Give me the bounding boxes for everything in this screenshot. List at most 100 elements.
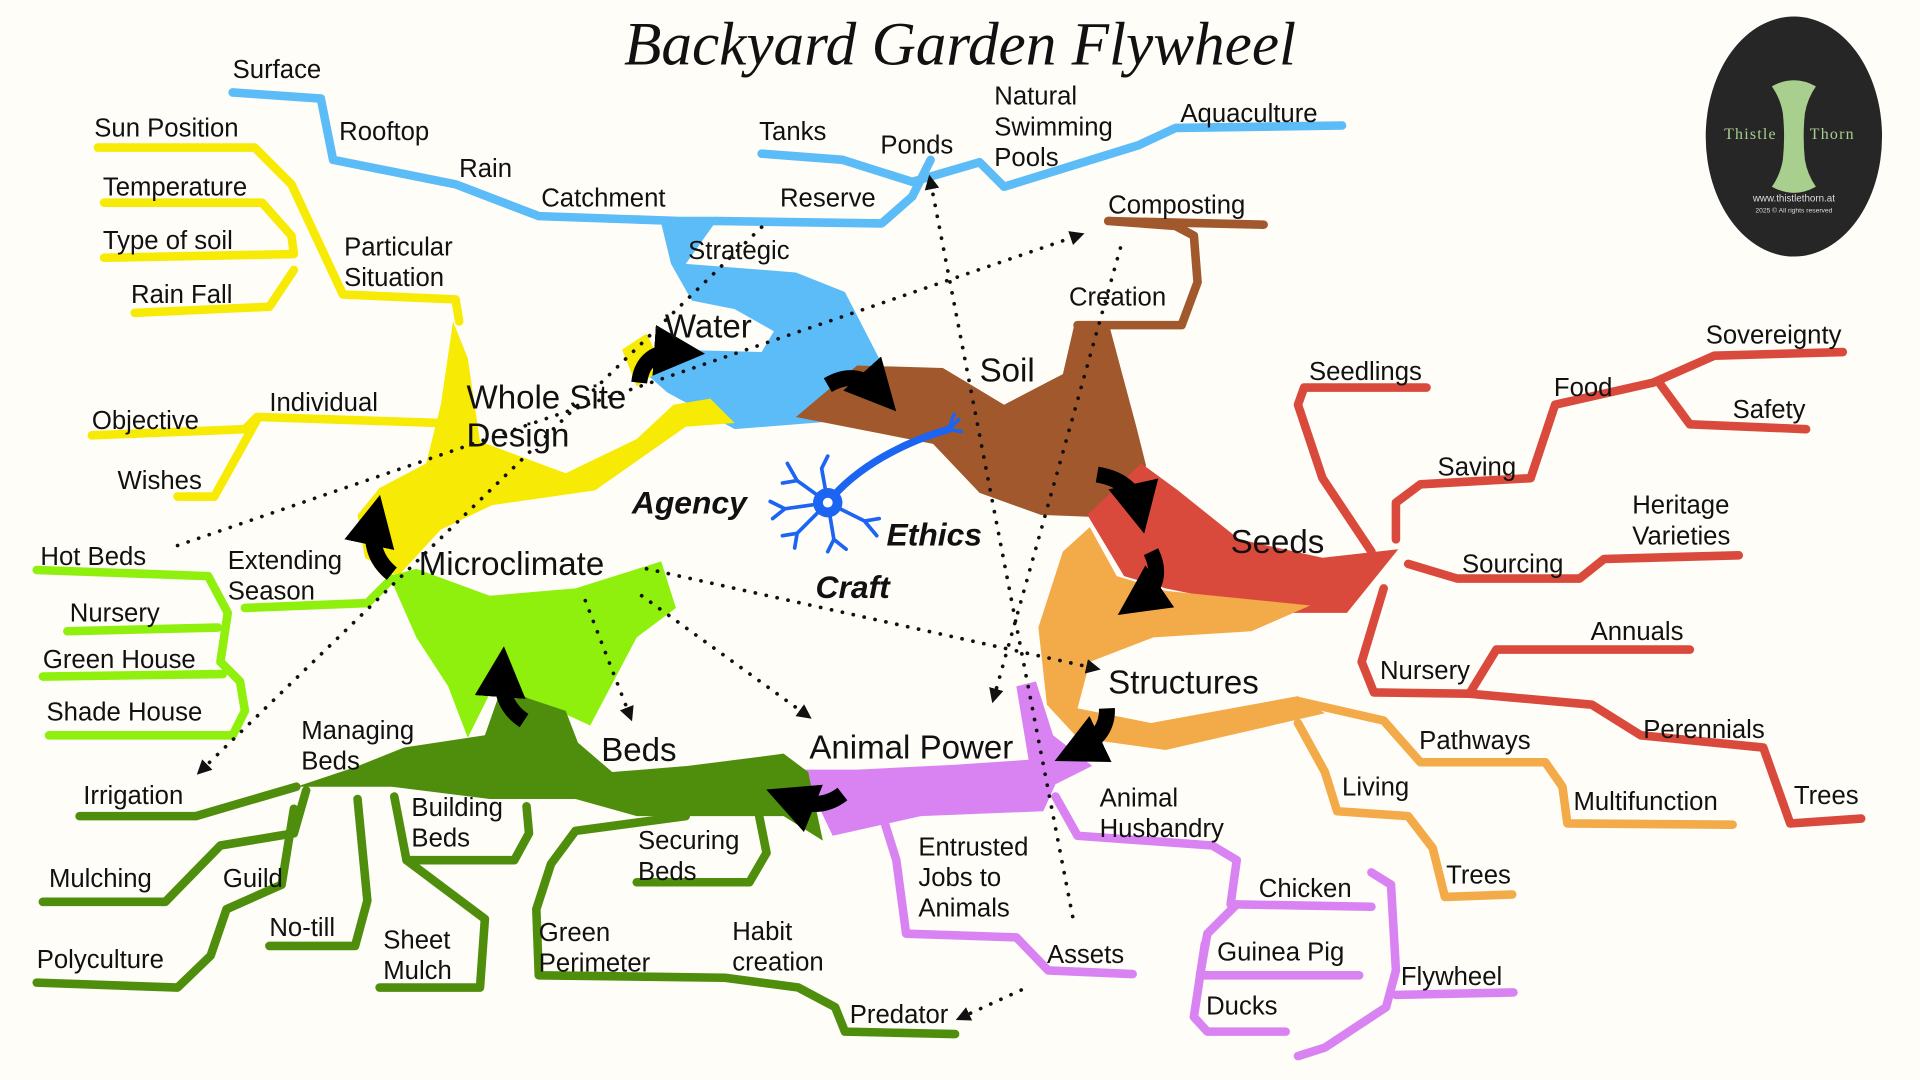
node-chicken[interactable]: Chicken (1259, 875, 1352, 903)
node-assets[interactable]: Assets (1047, 941, 1124, 969)
node-rain[interactable]: Rain (459, 155, 512, 183)
node-reserve[interactable]: Reserve (780, 184, 876, 212)
center-craft: Craft (816, 569, 892, 605)
dotted-links (175, 174, 1123, 1021)
beds-branch (32, 686, 960, 1039)
label-line: Season (228, 577, 315, 605)
node-individual[interactable]: Individual (269, 389, 378, 417)
logo-rights: 2025 © All rights reserved (1755, 206, 1832, 214)
main-node-microclimate[interactable]: Microclimate (419, 546, 604, 583)
node-predator[interactable]: Predator (850, 1001, 949, 1029)
label-line: Managing (301, 717, 414, 745)
node-polyculture[interactable]: Polyculture (37, 946, 164, 974)
main-node-animal-power[interactable]: Animal Power (809, 730, 1013, 767)
node-multifunction[interactable]: Multifunction (1573, 788, 1717, 816)
node-annuals[interactable]: Annuals (1591, 618, 1684, 646)
label-line: Beds (301, 748, 360, 776)
node-micro-nursery[interactable]: Nursery (70, 599, 160, 627)
node-perennials[interactable]: Perennials (1643, 716, 1764, 744)
node-creation[interactable]: Creation (1069, 284, 1166, 312)
label-line: Varieties (1632, 522, 1730, 550)
main-node-seeds[interactable]: Seeds (1231, 524, 1325, 561)
label-line: Design (467, 417, 570, 454)
node-sun-position[interactable]: Sun Position (94, 115, 238, 143)
node-living[interactable]: Living (1342, 773, 1409, 801)
node-seed-nursery[interactable]: Nursery (1380, 657, 1470, 685)
node-pathways[interactable]: Pathways (1419, 727, 1530, 755)
main-node-water[interactable]: Water (665, 308, 752, 345)
node-rain-fall[interactable]: Rain Fall (131, 281, 232, 309)
node-rooftop[interactable]: Rooftop (339, 118, 429, 146)
node-living-trees[interactable]: Trees (1446, 861, 1511, 889)
node-guinea-pig[interactable]: Guinea Pig (1217, 939, 1344, 967)
node-objective[interactable]: Objective (92, 407, 199, 435)
main-node-soil[interactable]: Soil (980, 352, 1035, 389)
main-node-beds[interactable]: Beds (601, 732, 676, 769)
label-line: Sheet (383, 926, 450, 954)
node-food[interactable]: Food (1554, 374, 1613, 402)
label-line: Jobs to (918, 864, 1001, 892)
node-sovereignty[interactable]: Sovereignty (1706, 321, 1842, 349)
node-type-of-soil[interactable]: Type of soil (103, 227, 233, 255)
node-guild[interactable]: Guild (223, 865, 283, 893)
label-line: Mulch (383, 957, 452, 985)
node-seedlings[interactable]: Seedlings (1309, 358, 1422, 386)
node-aquaculture[interactable]: Aquaculture (1180, 100, 1317, 128)
node-flywheel[interactable]: Flywheel (1401, 963, 1502, 991)
center-agency: Agency (631, 485, 749, 521)
node-composting[interactable]: Composting (1108, 192, 1245, 220)
label-line: creation (732, 948, 823, 976)
label-line: Perimeter (539, 950, 651, 978)
label-line: Situation (344, 264, 444, 292)
node-strategic[interactable]: Strategic (688, 237, 790, 265)
structures-branch (1038, 527, 1737, 902)
main-node-structures[interactable]: Structures (1108, 665, 1259, 702)
node-mulching[interactable]: Mulching (49, 865, 152, 893)
logo-mark-icon (1771, 80, 1816, 193)
label-line: Green (539, 919, 610, 947)
label-line: Beds (411, 825, 470, 853)
label-line: Husbandry (1100, 815, 1224, 843)
label-line: Entrusted (918, 833, 1028, 861)
label-line: Animal (1100, 784, 1179, 812)
node-saving[interactable]: Saving (1438, 454, 1517, 482)
node-temperature[interactable]: Temperature (103, 173, 247, 201)
label-line: Building (411, 794, 502, 822)
node-ponds[interactable]: Ponds (880, 132, 953, 160)
node-ducks[interactable]: Ducks (1206, 992, 1277, 1020)
node-shade-house[interactable]: Shade House (47, 699, 203, 727)
node-tanks[interactable]: Tanks (759, 118, 826, 146)
node-irrigation[interactable]: Irrigation (83, 782, 183, 810)
label-line: Securing (638, 827, 739, 855)
node-sourcing[interactable]: Sourcing (1462, 550, 1563, 578)
label-line: Swimming (994, 113, 1113, 141)
logo-right-word: Thorn (1810, 126, 1855, 143)
node-green-house[interactable]: Green House (43, 646, 196, 674)
label-line: Heritage (1632, 492, 1729, 520)
node-no-till[interactable]: No-till (269, 914, 335, 942)
page-title: Backyard Garden Flywheel (624, 10, 1296, 78)
node-surface[interactable]: Surface (233, 56, 322, 84)
node-catchment[interactable]: Catchment (541, 184, 665, 212)
node-safety[interactable]: Safety (1733, 396, 1806, 424)
node-wishes[interactable]: Wishes (118, 467, 202, 495)
node-seed-trees[interactable]: Trees (1794, 782, 1859, 810)
logo-left-word: Thistle (1724, 126, 1777, 143)
label-line: Whole Site (467, 379, 627, 416)
node-hot-beds[interactable]: Hot Beds (40, 543, 146, 571)
neuron-icon (768, 412, 964, 554)
